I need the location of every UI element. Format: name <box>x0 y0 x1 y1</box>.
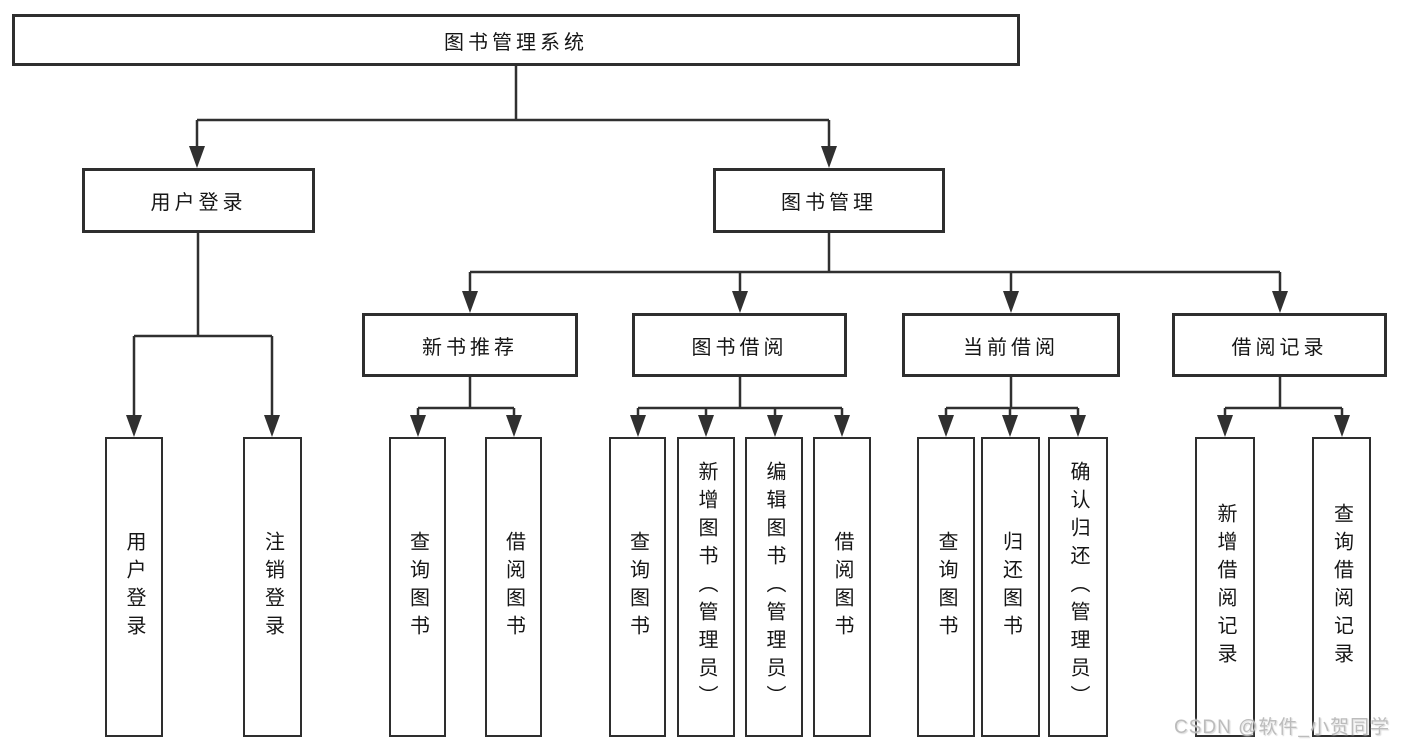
leaf-logout: 注销登录 <box>243 437 302 737</box>
leaf-query-books-current: 查询图书 <box>917 437 975 737</box>
node-library-system: 图书管理系统 <box>12 14 1020 66</box>
leaf-edit-books-admin: 编辑图书（管理员） <box>745 437 803 737</box>
node-borrowing-records: 借阅记录 <box>1172 313 1387 377</box>
leaf-add-books-admin: 新增图书（管理员） <box>677 437 735 737</box>
leaf-add-borrow-record: 新增借阅记录 <box>1195 437 1255 737</box>
leaf-user-login: 用户登录 <box>105 437 163 737</box>
leaf-borrow-books-borrowing: 借阅图书 <box>813 437 871 737</box>
node-book-management: 图书管理 <box>713 168 945 233</box>
leaf-query-books-recommend: 查询图书 <box>389 437 446 737</box>
leaf-query-borrow-record: 查询借阅记录 <box>1312 437 1371 737</box>
node-user-login: 用户登录 <box>82 168 315 233</box>
leaf-query-books-borrowing: 查询图书 <box>609 437 666 737</box>
leaf-confirm-return-admin: 确认归还（管理员） <box>1048 437 1108 737</box>
node-book-borrowing: 图书借阅 <box>632 313 847 377</box>
node-current-borrowing: 当前借阅 <box>902 313 1120 377</box>
node-new-book-recommendation: 新书推荐 <box>362 313 578 377</box>
leaf-borrow-books-recommend: 借阅图书 <box>485 437 542 737</box>
leaf-return-books: 归还图书 <box>981 437 1040 737</box>
watermark: CSDN @软件_小贺同学 <box>1174 717 1390 738</box>
